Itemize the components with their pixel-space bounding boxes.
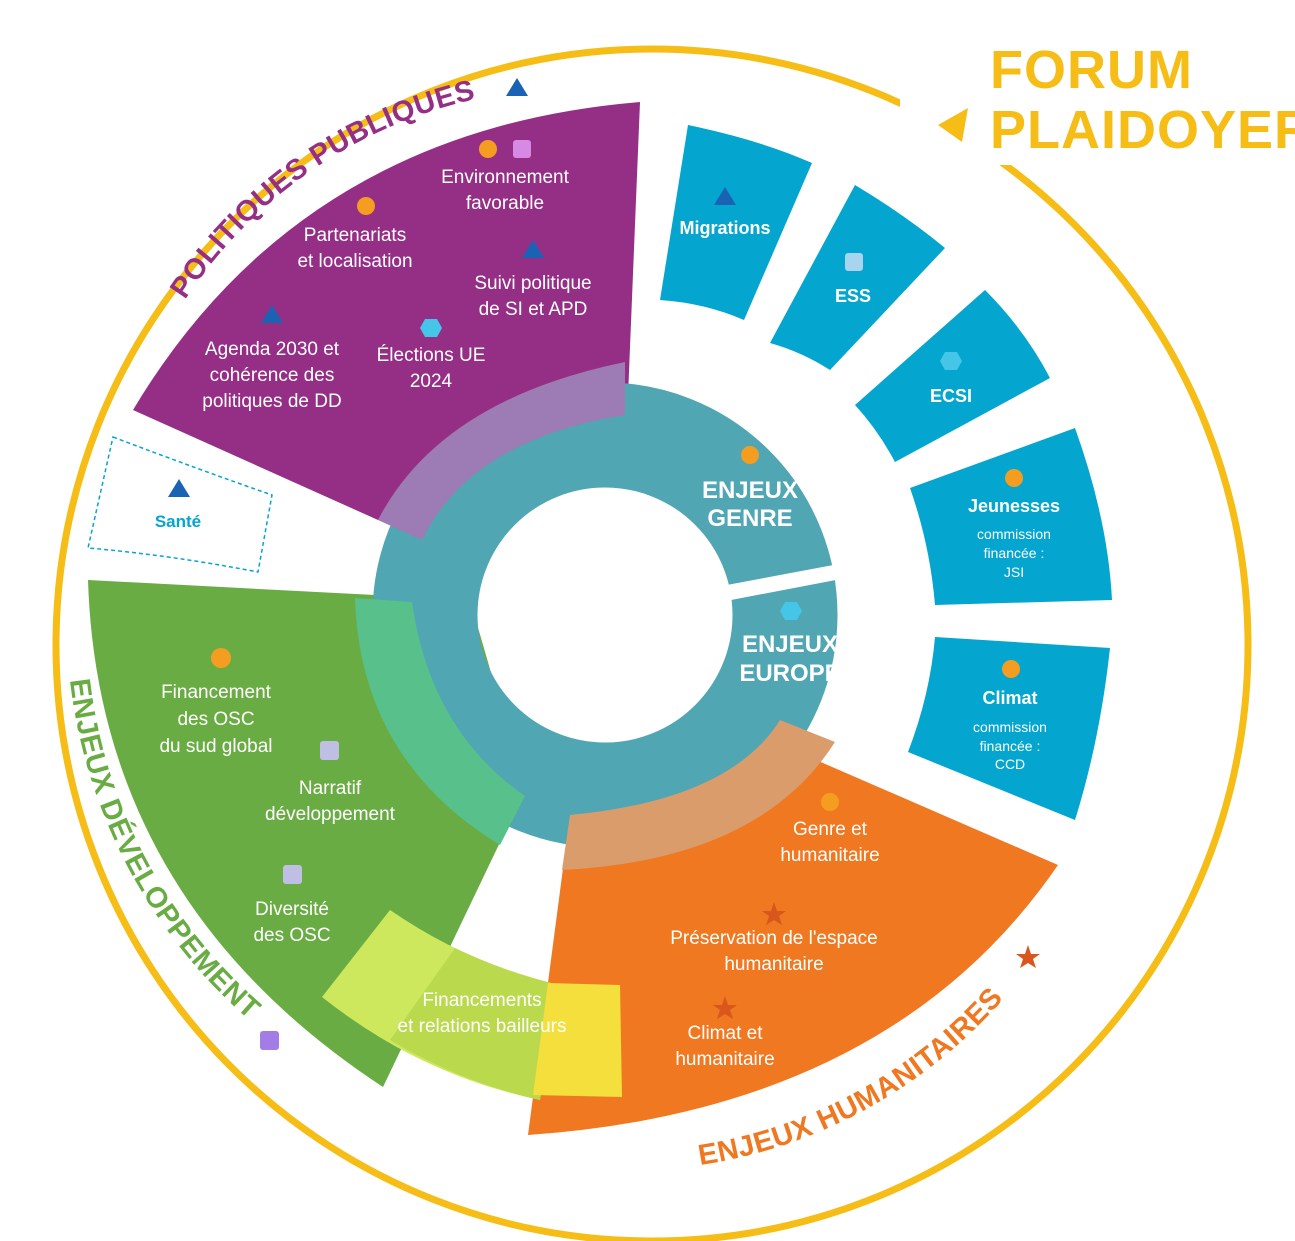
commission-climat-sub2: financée : (980, 738, 1041, 754)
star-icon (1016, 945, 1040, 968)
item-financement-osc-line1: Financement (161, 682, 272, 703)
item-environnement-line2: favorable (466, 193, 544, 214)
orange-dot-icon (821, 793, 839, 811)
item-agenda-line3: politiques de DD (202, 391, 341, 412)
europe-line1: ENJEUX (742, 631, 838, 658)
hexagon-icon (780, 602, 802, 620)
commission-climat-label: Climat (982, 688, 1037, 708)
europe-line2: EUROPE (739, 660, 840, 687)
item-suivi-line1: Suivi politique (474, 273, 591, 294)
item-elections-line1: Élections UE (377, 345, 486, 366)
pink-square-icon (513, 140, 531, 158)
item-preservation-line2: humanitaire (724, 954, 823, 975)
item-genre-hum-line1: Genre et (793, 819, 868, 840)
item-suivi-line2: de SI et APD (479, 299, 588, 320)
item-financement-osc-line3: du sud global (159, 736, 272, 757)
overlap-hum-teal (562, 720, 835, 870)
commission-migrations-label: Migrations (679, 218, 770, 238)
item-climat-hum-line2: humanitaire (675, 1049, 774, 1070)
orange-dot-icon (211, 648, 231, 668)
item-agenda-line1: Agenda 2030 et (205, 339, 340, 360)
item-diversite-line2: des OSC (253, 925, 330, 946)
orange-dot-icon (1005, 469, 1023, 487)
overlap-dev-teal (355, 598, 525, 845)
item-climat-hum-line1: Climat et (688, 1023, 764, 1044)
commission-ess[interactable] (770, 185, 945, 370)
item-environnement-line1: Environnement (441, 167, 570, 188)
financements-yellow-overlap (533, 983, 622, 1097)
lilac-square-icon (320, 741, 339, 760)
star-icon (762, 902, 786, 925)
forum-title-line2: PLAIDOYER (990, 100, 1295, 160)
genre-line2: GENRE (707, 505, 792, 532)
item-agenda-line2: cohérence des (210, 365, 335, 386)
commission-climat[interactable] (908, 637, 1110, 820)
genre-line1: ENJEUX (702, 477, 798, 504)
ring-arrow-icon (938, 108, 968, 142)
forum-title-line1: FORUM (990, 40, 1193, 100)
commission-ecsi-label: ECSI (930, 386, 972, 406)
outer-ring (52, 45, 1252, 1241)
item-financements-line1: Financements (422, 990, 541, 1011)
blue-triangle-icon (714, 187, 736, 205)
commission-jeunesses-sub1: commission (977, 526, 1051, 542)
item-genre-hum-line2: humanitaire (780, 845, 879, 866)
commission-jeunesses-label: Jeunesses (968, 496, 1060, 516)
orange-dot-icon (741, 446, 759, 464)
hexagon-icon (940, 352, 962, 370)
light-square-icon (845, 253, 863, 271)
item-financement-osc-line2: des OSC (177, 709, 254, 730)
sante-label: Santé (155, 512, 201, 531)
commission-ecsi[interactable] (855, 290, 1050, 462)
blue-triangle-icon (506, 78, 528, 96)
item-narratif-line2: développement (265, 804, 396, 825)
star-icon (713, 996, 737, 1019)
orange-dot-icon (357, 197, 375, 215)
commission-ess-label: ESS (835, 286, 871, 306)
orange-dot-icon (1002, 660, 1020, 678)
blue-triangle-icon (261, 305, 283, 323)
commission-climat-sub3: CCD (995, 756, 1025, 772)
item-diversite-line1: Diversité (255, 899, 329, 920)
commission-jeunesses-sub3: JSI (1004, 564, 1024, 580)
item-elections-line2: 2024 (410, 371, 453, 392)
inner-hole (500, 510, 710, 720)
lilac-square-icon (283, 865, 302, 884)
sante-box[interactable] (87, 435, 273, 573)
overlap-politiques-teal (378, 362, 625, 540)
commission-climat-sub1: commission (973, 719, 1047, 735)
commission-jeunesses-sub2: financée : (984, 545, 1045, 561)
financements-green-overlap (390, 948, 560, 1100)
item-narratif-line1: Narratif (299, 778, 362, 799)
item-preservation-line1: Préservation de l'espace (670, 928, 877, 949)
item-partenariats-line1: Partenariats (304, 225, 406, 246)
hexagon-icon (420, 319, 442, 337)
item-financements-line2: et relations bailleurs (398, 1016, 567, 1037)
commission-jeunesses[interactable] (910, 428, 1112, 605)
orange-dot-icon (479, 140, 497, 158)
commission-migrations[interactable] (660, 125, 812, 320)
blue-triangle-icon (522, 240, 544, 258)
blue-triangle-icon (168, 479, 190, 497)
purple-square-icon (260, 1031, 279, 1050)
item-partenariats-line2: et localisation (297, 251, 412, 272)
